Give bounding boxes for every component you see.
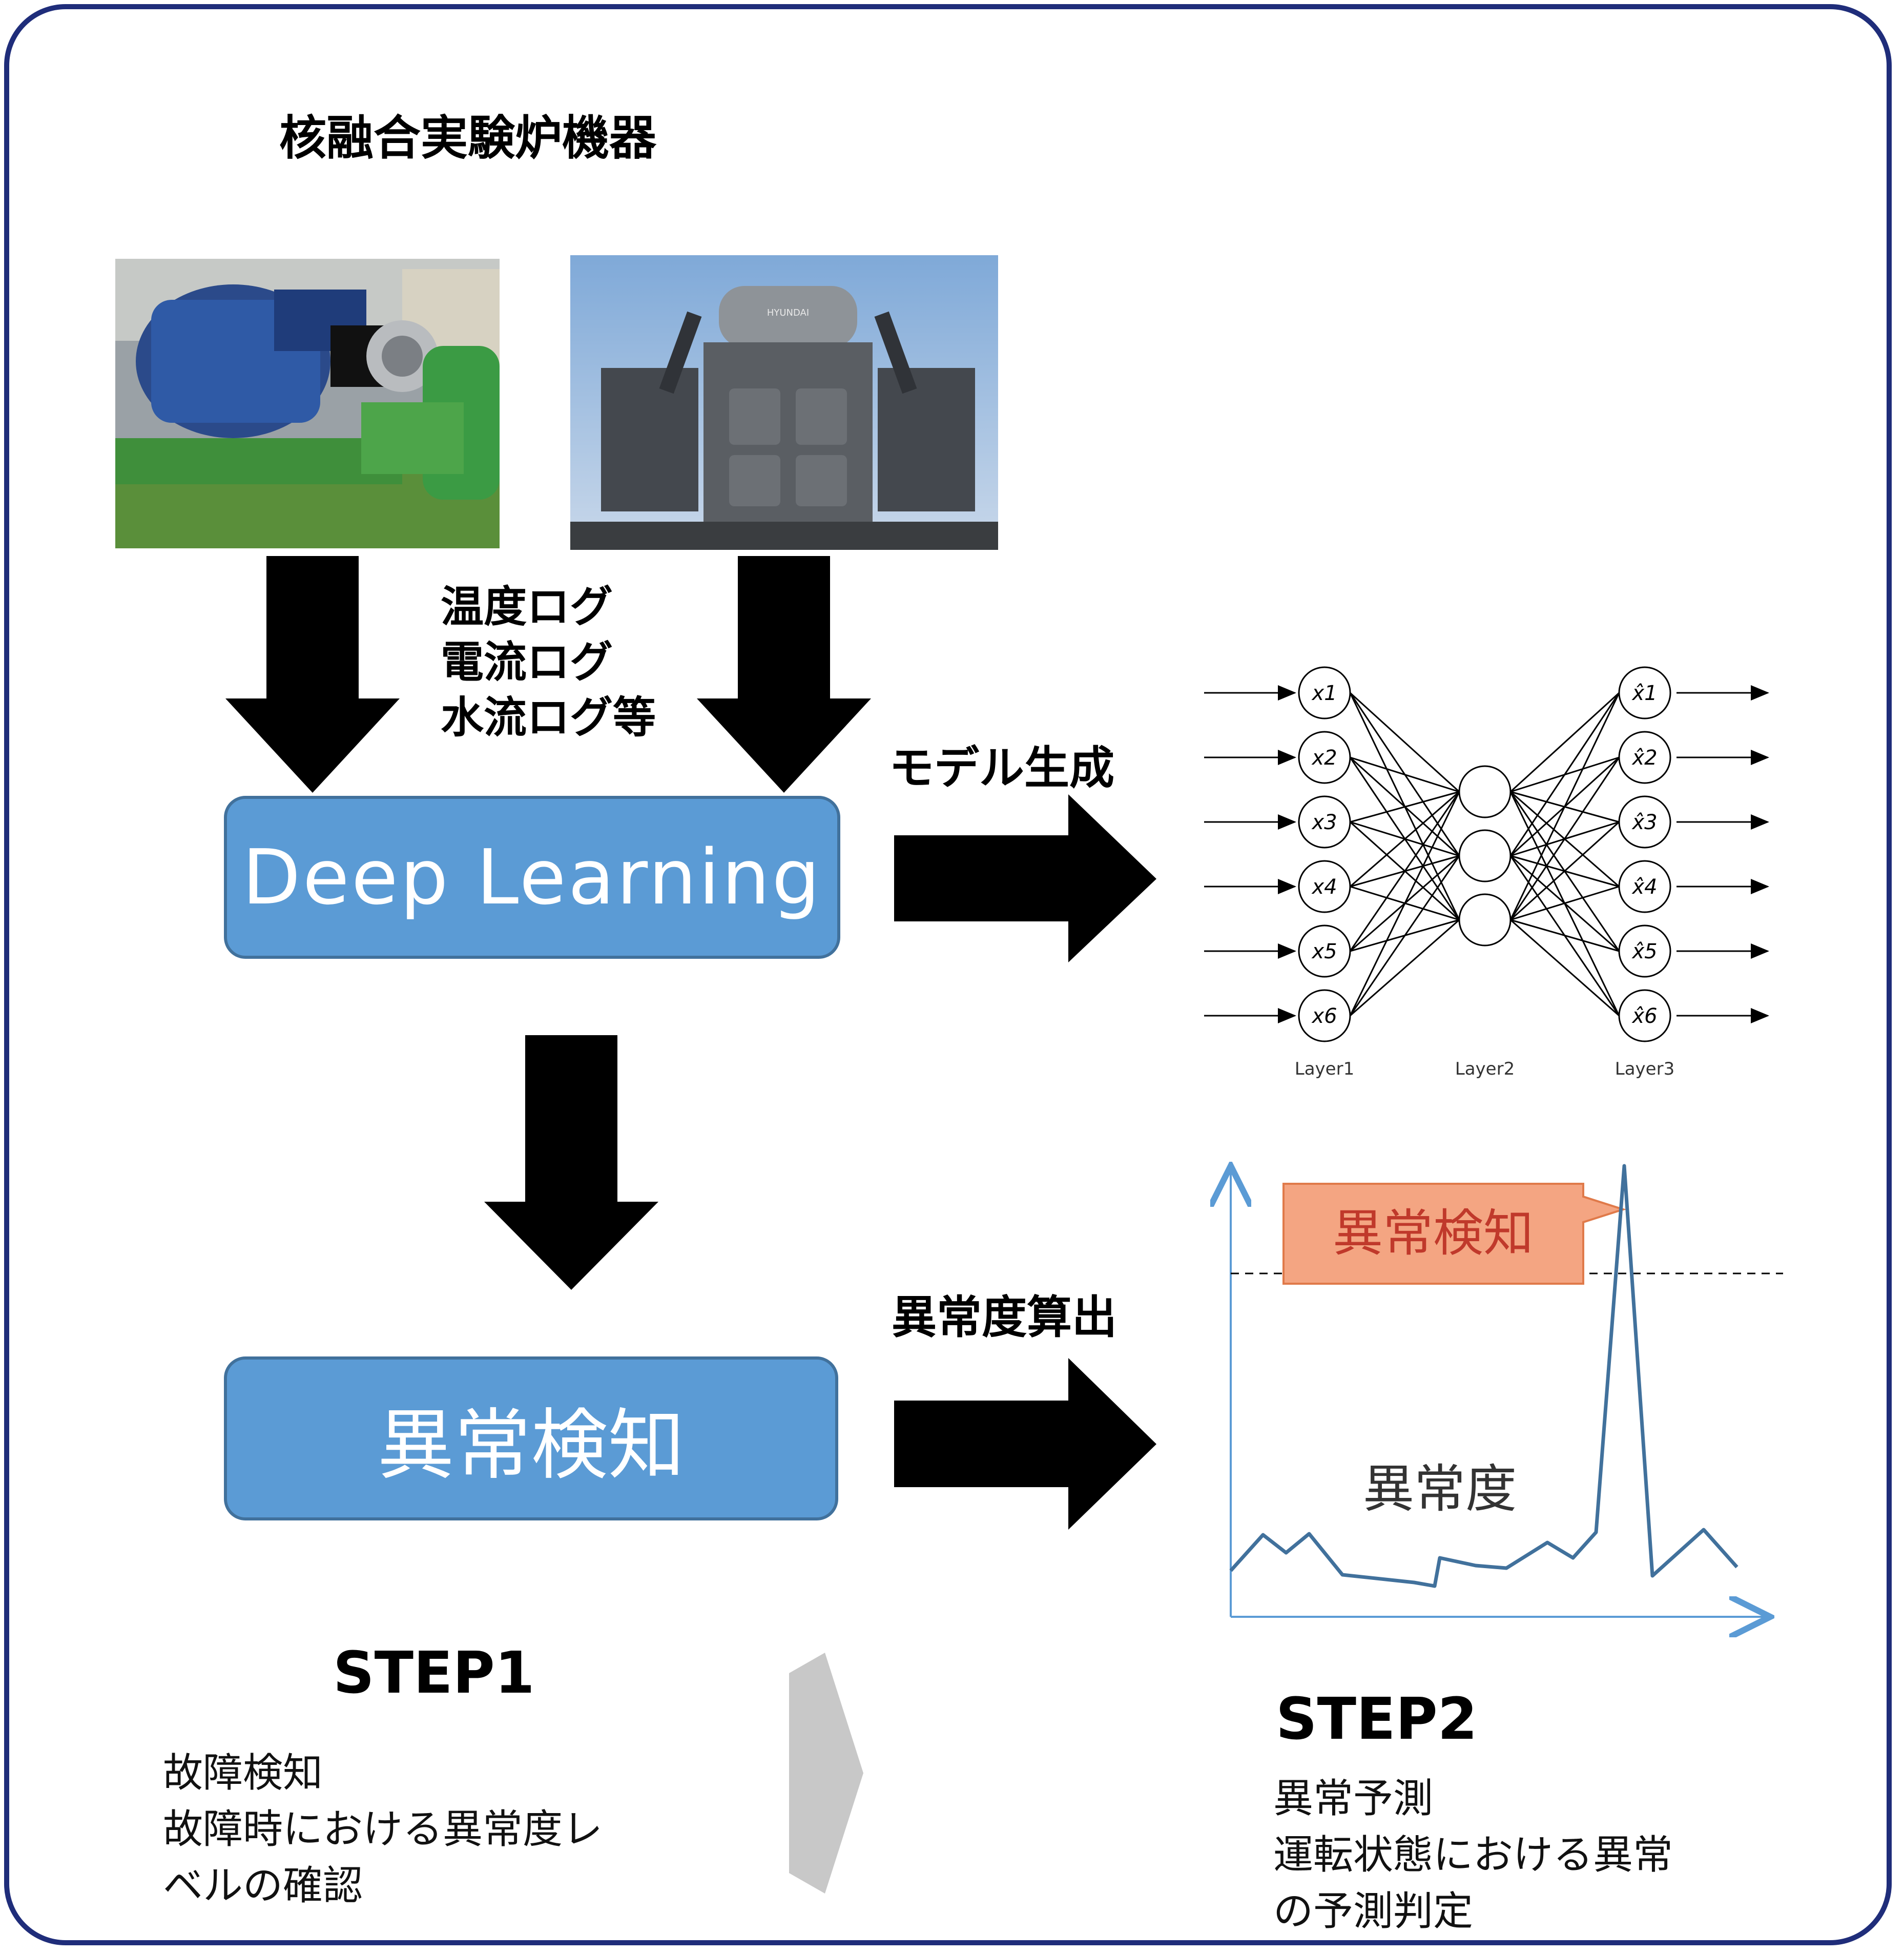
input-node-label: x2 <box>1311 746 1337 770</box>
network-io-arrows <box>1204 685 1769 1023</box>
hidden-node <box>1458 829 1512 882</box>
output-node-label: x̂6 <box>1631 1004 1657 1028</box>
step1-description: 故障検知 故障時における異常度レ ベルの確認 <box>163 1745 603 1914</box>
step1-title: STEP1 <box>333 1640 535 1706</box>
step2-line: の予測判定 <box>1273 1888 1474 1935</box>
edge-hidden-out <box>1509 791 1620 1016</box>
step1-line: 故障時における異常度レ <box>163 1806 603 1853</box>
anomaly-callout <box>1282 1183 1627 1285</box>
step1-line: ベルの確認 <box>163 1863 363 1909</box>
output-node <box>1618 795 1671 849</box>
step2-line: 運転状態における異常 <box>1273 1832 1673 1878</box>
edge-hidden-out <box>1510 791 1620 888</box>
edge-in-hidden <box>1349 791 1460 1016</box>
anomaly-detection-box: 異常検知 <box>224 1356 838 1520</box>
outer-frame <box>4 4 1892 1945</box>
right-arrow-score <box>894 1358 1156 1530</box>
transformer-photo: HYUNDAI <box>570 255 998 550</box>
edge-hidden-out <box>1510 919 1620 1017</box>
input-node <box>1298 989 1351 1042</box>
edge-in-hidden <box>1349 855 1460 1016</box>
output-node-label: x̂3 <box>1631 811 1657 834</box>
input-node-label: x6 <box>1311 1004 1337 1028</box>
step2-description: 異常予測 運転状態における異常 の予測判定 <box>1273 1771 1673 1940</box>
input-node <box>1298 860 1351 913</box>
right-arrow-model <box>894 794 1156 962</box>
anomaly-callout-text: 異常検知 <box>1333 1204 1534 1263</box>
output-node <box>1618 989 1671 1042</box>
input-node-label: x4 <box>1311 875 1337 899</box>
input-node <box>1298 666 1351 719</box>
edge-hidden-out <box>1509 855 1620 1016</box>
output-node <box>1618 860 1671 913</box>
log-item: 温度ログ <box>441 582 613 632</box>
step-chevron <box>789 1653 863 1894</box>
edge-in-hidden <box>1350 791 1460 888</box>
output-node <box>1618 731 1671 784</box>
autoencoder-network: x1 x2 x3 x4 x5 x6 x̂1 x̂2 x̂3 x̂4 x̂5 x̂6 Layer1 La… <box>1204 666 1769 1079</box>
layer-label: Layer3 <box>1615 1059 1674 1079</box>
edge-hidden-out <box>1509 692 1620 793</box>
output-node-label: x̂1 <box>1631 682 1657 705</box>
output-node <box>1618 666 1671 719</box>
step2-title: STEP2 <box>1276 1686 1478 1753</box>
model-generation-label: モデル生成 <box>889 742 1115 794</box>
edge-in-hidden <box>1350 919 1460 1017</box>
input-node <box>1298 924 1351 978</box>
edge-hidden-out <box>1509 791 1620 952</box>
edge-in-hidden <box>1350 756 1460 793</box>
edge-in-hidden <box>1349 791 1460 952</box>
input-node <box>1298 795 1351 849</box>
diagram-title: 核融合実験炉機器 <box>279 111 657 166</box>
output-node-label: x̂2 <box>1631 746 1657 770</box>
network-connections <box>1349 692 1620 1017</box>
step2-line: 異常予測 <box>1273 1776 1434 1822</box>
log-item: 水流ログ等 <box>441 692 656 743</box>
log-item: 電流ログ <box>441 637 613 687</box>
transformer-nameplate: HYUNDAI <box>767 307 809 318</box>
hidden-node <box>1458 765 1512 818</box>
hidden-node <box>1458 893 1512 947</box>
down-arrow-right <box>697 556 871 793</box>
down-arrow-middle <box>484 1035 658 1290</box>
input-node-label: x5 <box>1311 940 1337 963</box>
step1-line: 故障検知 <box>163 1750 323 1796</box>
output-node-label: x̂4 <box>1631 875 1657 899</box>
edge-in-hidden <box>1349 692 1460 793</box>
input-node-label: x1 <box>1311 682 1337 705</box>
output-node-label: x̂5 <box>1631 940 1657 963</box>
motor-pump-photo <box>115 259 500 548</box>
layer-label: Layer2 <box>1455 1059 1515 1079</box>
anomaly-score-curve <box>1229 1164 1739 1588</box>
anomaly-score-label: 異常度算出 <box>892 1291 1117 1344</box>
input-node <box>1298 731 1351 784</box>
layer-label: Layer1 <box>1295 1059 1354 1079</box>
anomaly-score-chart: 異常検知 異常度 <box>1209 1153 1783 1645</box>
anomaly-score-curve-label: 異常度 <box>1363 1459 1517 1519</box>
down-arrow-left <box>225 556 400 793</box>
network-nodes: x1 x2 x3 x4 x5 x6 x̂1 x̂2 x̂3 x̂4 x̂5 x̂6 <box>1298 666 1671 1042</box>
edge-hidden-out <box>1510 791 1620 823</box>
input-node-label: x3 <box>1311 811 1337 834</box>
output-node <box>1618 924 1671 978</box>
log-list: 温度ログ 電流ログ 水流ログ等 <box>441 579 656 745</box>
edge-hidden-out <box>1510 756 1620 793</box>
deep-learning-box: Deep Learning <box>224 796 840 959</box>
edge-in-hidden <box>1350 791 1460 823</box>
